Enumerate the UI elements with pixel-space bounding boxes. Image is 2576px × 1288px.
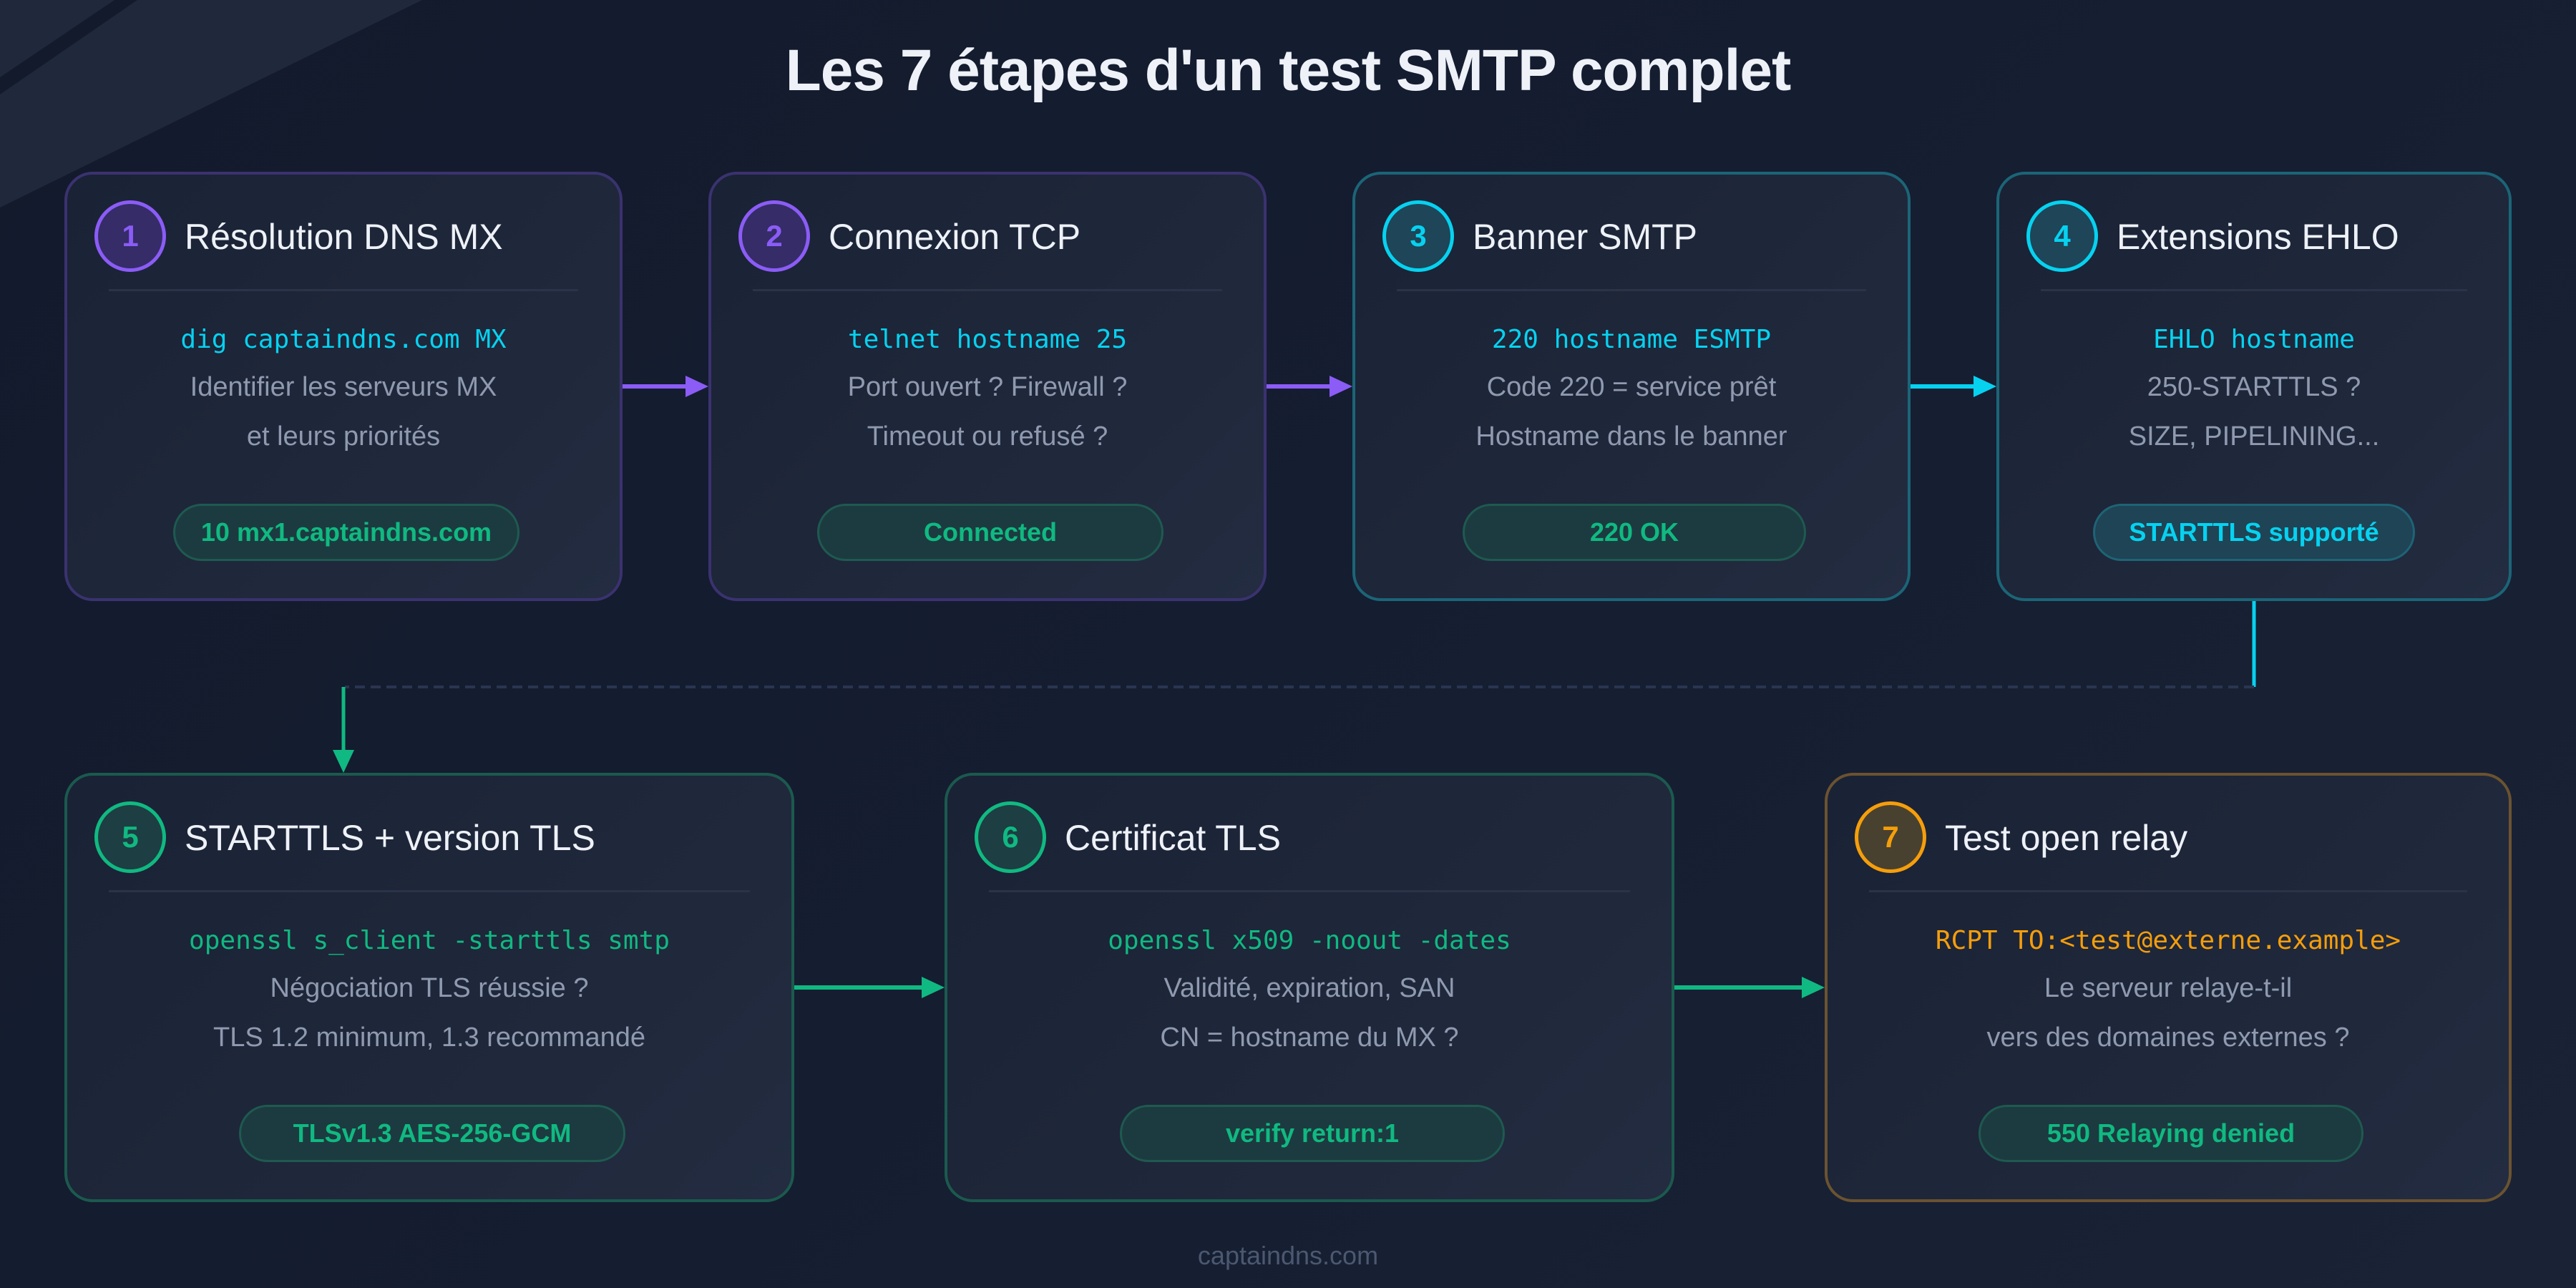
step-title: Certificat TLS	[1065, 818, 1281, 858]
step-card-4: 4 Extensions EHLO EHLO hostname 250-STAR…	[1996, 172, 2512, 601]
divider	[109, 289, 578, 291]
arrow-3-to-4	[1911, 376, 1996, 397]
step-description-line: Hostname dans le banner	[1475, 421, 1787, 452]
footer-brand: captaindns.com	[1197, 1241, 1379, 1270]
step-result-badge: TLSv1.3 AES-256-GCM	[239, 1105, 625, 1162]
step-command: telnet hostname 25	[847, 325, 1128, 354]
step-result-badge: Connected	[817, 504, 1163, 561]
divider	[1397, 289, 1866, 291]
step-card-3: 3 Banner SMTP 220 hostname ESMTP Code 22…	[1352, 172, 1911, 601]
step-number-badge: 5	[94, 801, 166, 873]
step-result-badge: 550 Relaying denied	[1979, 1105, 2363, 1162]
step-title: Résolution DNS MX	[185, 217, 503, 257]
step-number-badge: 3	[1382, 200, 1454, 272]
step-title: Connexion TCP	[829, 217, 1081, 257]
step-command: dig captaindns.com MX	[180, 325, 507, 354]
step-description-line: CN = hostname du MX ?	[1160, 1023, 1459, 1053]
step-card-6: 6 Certificat TLS openssl x509 -noout -da…	[945, 773, 1674, 1202]
step-command: openssl x509 -noout -dates	[1108, 926, 1511, 955]
step-command: EHLO hostname	[2153, 325, 2355, 354]
divider	[1869, 890, 2467, 892]
step-description-line: 250-STARTTLS ?	[2147, 372, 2361, 402]
step-description-line: Port ouvert ? Firewall ?	[847, 372, 1128, 402]
step-description-line: Validité, expiration, SAN	[1163, 973, 1455, 1003]
divider	[109, 890, 750, 892]
step-description-line: Identifier les serveurs MX	[190, 372, 497, 402]
step-card-1: 1 Résolution DNS MX dig captaindns.com M…	[64, 172, 623, 601]
step-description-line: Négociation TLS réussie ?	[270, 973, 589, 1003]
step-card-7: 7 Test open relay RCPT TO:<test@externe.…	[1825, 773, 2512, 1202]
step-number-badge: 6	[975, 801, 1046, 873]
step-result-badge: STARTTLS supporté	[2093, 504, 2415, 561]
arrow-5-to-6	[794, 977, 945, 998]
divider	[2041, 289, 2467, 291]
step-description-line: Le serveur relaye-t-il	[2044, 973, 2293, 1003]
step-title: Test open relay	[1945, 818, 2188, 858]
step-command: openssl s_client -starttls smtp	[189, 926, 670, 955]
divider	[989, 890, 1630, 892]
arrow-2-to-3	[1267, 376, 1352, 397]
step-result-badge: 220 OK	[1463, 504, 1806, 561]
step-number-badge: 7	[1855, 801, 1926, 873]
step-result-badge: 10 mx1.captaindns.com	[173, 504, 519, 561]
step-card-5: 5 STARTTLS + version TLS openssl s_clien…	[64, 773, 794, 1202]
page-title: Les 7 étapes d'un test SMTP complet	[785, 38, 1792, 103]
step-title: STARTTLS + version TLS	[185, 818, 595, 858]
arrow-4-to-5	[333, 601, 2256, 773]
arrow-6-to-7	[1674, 977, 1825, 998]
step-description-line: vers des domaines externes ?	[1986, 1023, 2350, 1053]
divider	[753, 289, 1222, 291]
step-description-line: Timeout ou refusé ?	[867, 421, 1108, 452]
step-description-line: Code 220 = service prêt	[1486, 372, 1777, 402]
step-number-badge: 4	[2026, 200, 2098, 272]
step-number-badge: 2	[738, 200, 810, 272]
step-description-line: et leurs priorités	[246, 421, 441, 452]
step-number-badge: 1	[94, 200, 166, 272]
step-description-line: TLS 1.2 minimum, 1.3 recommandé	[213, 1023, 645, 1053]
step-command: RCPT TO:<test@externe.example>	[1935, 926, 2401, 955]
step-description-line: SIZE, PIPELINING...	[2128, 421, 2380, 452]
step-result-badge: verify return:1	[1120, 1105, 1505, 1162]
step-card-2: 2 Connexion TCP telnet hostname 25 Port …	[708, 172, 1267, 601]
step-title: Extensions EHLO	[2117, 217, 2399, 257]
step-title: Banner SMTP	[1473, 217, 1698, 257]
step-command: 220 hostname ESMTP	[1491, 325, 1772, 354]
arrow-1-to-2	[623, 376, 708, 397]
